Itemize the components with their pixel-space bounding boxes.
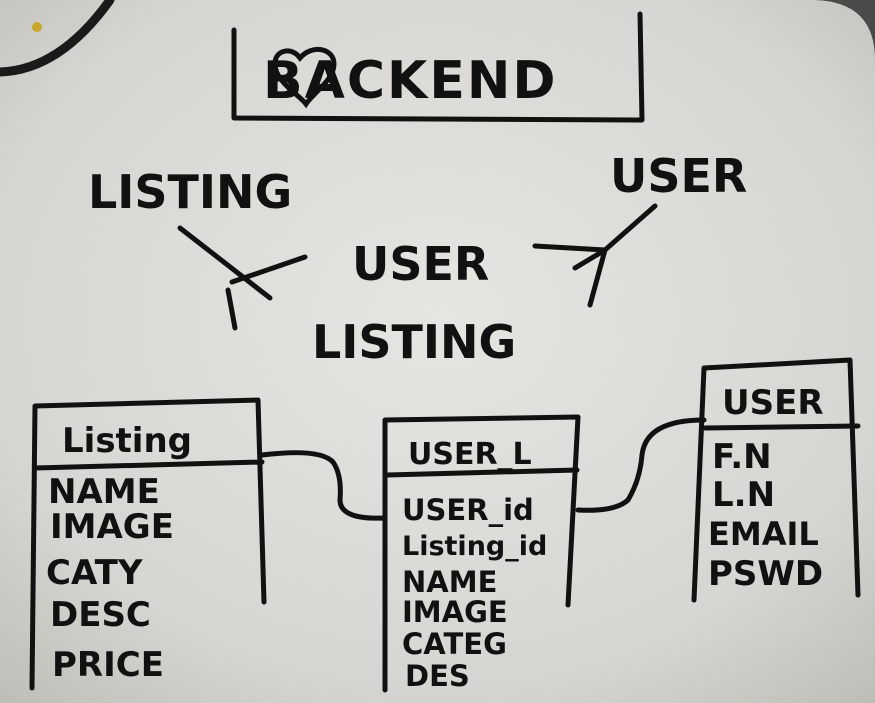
user-entity-label: USER [610,149,747,203]
user-listing-table-outline [382,414,581,693]
user-listing-field-listing-id: Listing_id [402,531,547,562]
tack [32,22,42,32]
listing-field-caty: CATY [46,553,143,593]
user-field-fn: F.N [712,437,772,477]
cable [0,0,115,77]
listing-field-desc: DESC [50,595,151,635]
user-listing-field-image: IMAGE [402,595,508,629]
user-listing-field-categ: CATEG [402,627,507,661]
join-label-listing: LISTING [312,315,516,369]
listing-crowsfoot [177,225,308,331]
user-field-email: EMAIL [708,515,819,553]
title-box [231,11,645,123]
user-listing-to-user-link [575,417,707,513]
listing-field-image: IMAGE [50,507,174,547]
listing-table-outline [29,397,267,691]
listing-field-price: PRICE [52,645,164,685]
listing-entity-label: LISTING [88,165,292,219]
listing-field-name: NAME [48,472,160,512]
user-field-ln: L.N [712,475,775,515]
listing-table-title: Listing [62,421,192,461]
join-label-user: USER [352,237,489,291]
user-table-outline [691,357,861,603]
user-listing-field-user-id: USER_id [402,493,534,527]
user-crowsfoot [532,203,658,308]
heart-icon [272,47,337,109]
user-listing-field-des: DES [405,659,470,693]
page-title: BACKEND [263,51,558,111]
listing-to-user-listing-link [259,450,388,521]
user-listing-field-name: NAME [402,565,497,599]
user-field-pswd: PSWD [708,554,823,594]
user-table-title: USER [722,383,824,423]
user-listing-table-title: USER_L [408,437,532,472]
